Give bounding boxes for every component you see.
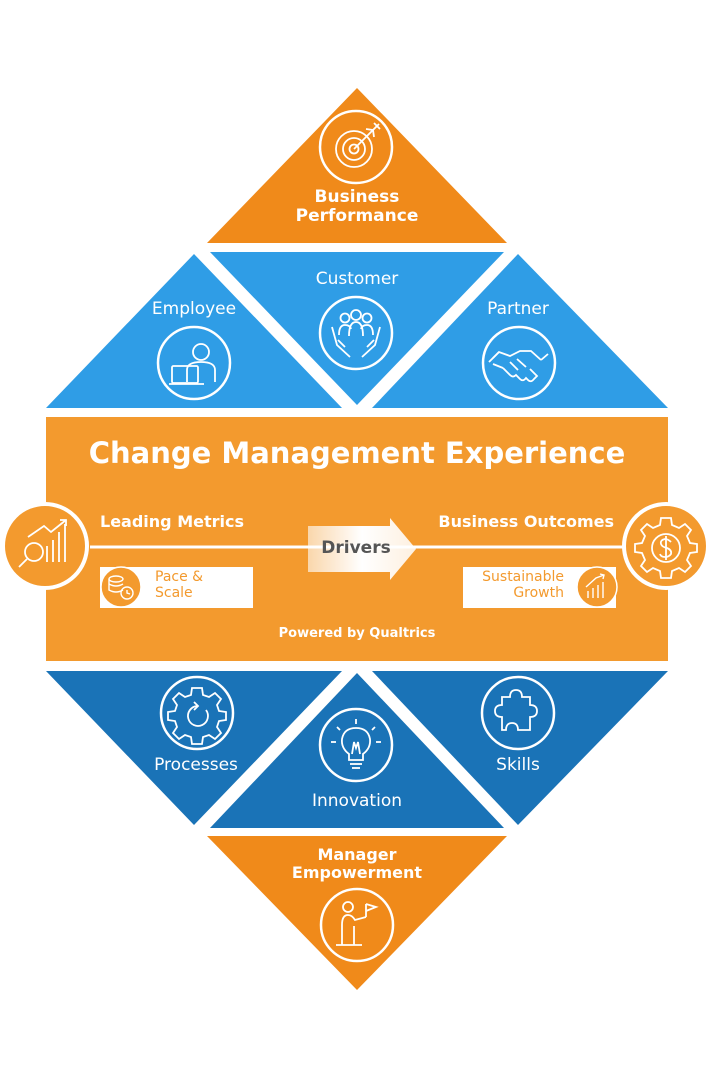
- drivers-arrow: [308, 518, 416, 580]
- coins-clock-icon: [100, 566, 142, 608]
- skills-label: Skills: [496, 755, 540, 775]
- manager-empowerment-line2: Empowerment: [291, 862, 423, 882]
- top-triangle: [207, 88, 507, 243]
- powered-by-label: Powered by Qualtrics: [278, 626, 436, 641]
- pace-scale-label: Pace & Scale: [155, 569, 203, 601]
- business-performance-line1: Business: [314, 187, 400, 207]
- growth-chart-icon: [576, 566, 618, 608]
- drivers-label: Drivers: [321, 538, 391, 558]
- target-arrow-icon: [318, 109, 394, 185]
- person-flag-icon: [319, 887, 395, 963]
- pace-scale-line2: Scale: [155, 585, 193, 602]
- gear-dollar-icon: [622, 502, 710, 590]
- leading-metrics-label: Leading Metrics: [100, 512, 244, 531]
- manager-empowerment-label: Manager Empowerment: [282, 846, 432, 882]
- sustainable-growth-line2: Growth: [513, 585, 564, 602]
- employee-laptop-icon: [156, 325, 232, 401]
- manager-empowerment-line1: Manager: [317, 845, 397, 864]
- sustainable-growth-line1: Sustainable: [482, 569, 564, 585]
- innovation-triangle: [210, 673, 504, 828]
- puzzle-icon: [480, 675, 556, 751]
- lightbulb-icon: [318, 707, 394, 783]
- sustainable-growth-label: Sustainable Growth: [463, 569, 564, 601]
- business-outcomes-label: Business Outcomes: [438, 512, 614, 531]
- page-title: Change Management Experience: [88, 436, 626, 470]
- business-performance-line2: Performance: [295, 206, 419, 227]
- handshake-icon: [481, 325, 557, 401]
- partner-triangle: [372, 254, 668, 408]
- employee-triangle: [46, 254, 342, 408]
- bottom-triangle: [207, 836, 507, 990]
- customers-hands-icon: [318, 295, 394, 371]
- customer-label: Customer: [315, 269, 399, 289]
- processes-label: Processes: [154, 755, 238, 775]
- gear-cycle-icon: [159, 675, 235, 751]
- customer-triangle: [210, 252, 504, 405]
- business-performance-label: Business Performance: [282, 187, 432, 227]
- magnifier-chart-icon: [1, 502, 89, 590]
- partner-label: Partner: [487, 299, 549, 319]
- innovation-label: Innovation: [311, 791, 402, 811]
- employee-label: Employee: [151, 299, 237, 319]
- pace-scale-line1: Pace &: [155, 569, 204, 585]
